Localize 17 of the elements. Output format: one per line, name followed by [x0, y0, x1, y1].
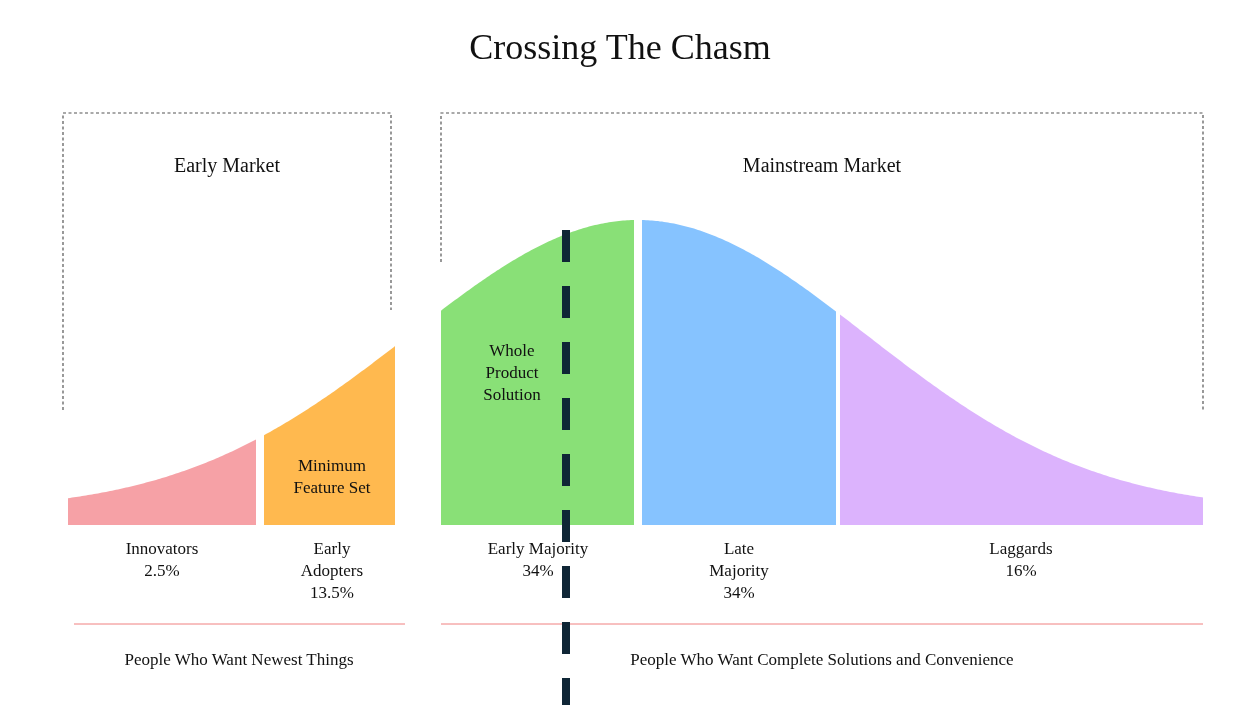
- adopter-group-name: Laggards: [988, 538, 1054, 560]
- segment-label: Whole Product Solution: [482, 340, 542, 406]
- adopter-group-name: Early Majority: [486, 538, 590, 560]
- region-heading: Early Market: [172, 153, 282, 177]
- adopter-group-name: Innovators: [124, 538, 200, 560]
- adopter-percentage: 13.5%: [309, 582, 355, 604]
- adopter-percentage: 34%: [521, 560, 555, 582]
- region-heading: Mainstream Market: [741, 153, 903, 177]
- adopter-percentage: 34%: [722, 582, 756, 604]
- adopter-percentage: 16%: [1004, 560, 1038, 582]
- adopter-group-name: Late Majority: [708, 538, 770, 582]
- segment-description: People Who Want Newest Things: [123, 649, 355, 671]
- segment-description: People Who Want Complete Solutions and Convenience: [629, 649, 1015, 671]
- diagram-title: Crossing The Chasm: [468, 26, 772, 69]
- adopter-group-name: Early Adopters: [299, 538, 365, 582]
- adopter-percentage: 2.5%: [143, 560, 181, 582]
- segment-label: Minimum Feature Set: [292, 455, 372, 499]
